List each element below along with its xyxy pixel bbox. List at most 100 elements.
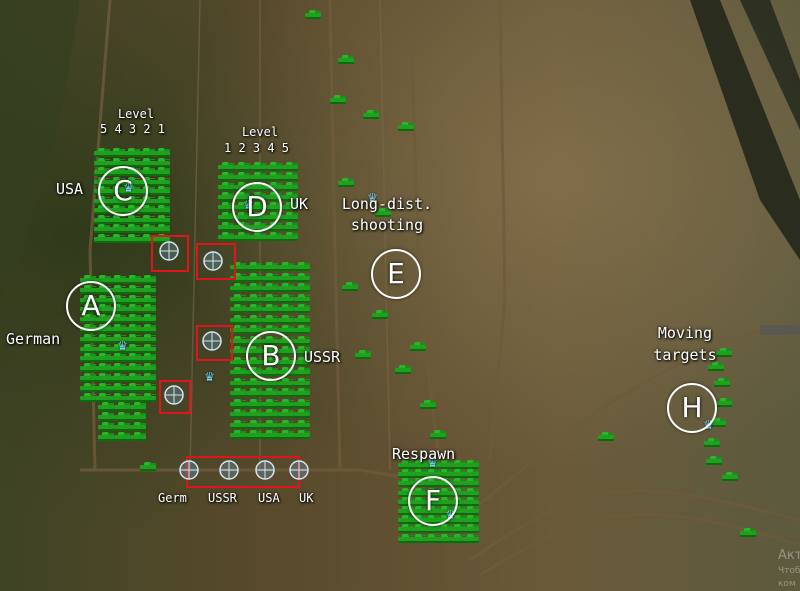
target-box xyxy=(196,243,236,280)
zone-e-circle[interactable]: E xyxy=(371,249,421,299)
tank-icon xyxy=(398,478,414,488)
tank-icon xyxy=(125,343,141,353)
tank-icon xyxy=(294,367,310,376)
label-uk: UK xyxy=(290,195,309,213)
tank-icon xyxy=(250,232,266,241)
tank-icon xyxy=(124,214,140,224)
tank-icon xyxy=(95,353,111,363)
tank-icon xyxy=(109,233,125,243)
tank-icon xyxy=(80,382,96,392)
tank-icon xyxy=(424,469,440,479)
tank-icon xyxy=(282,212,298,221)
target-reticle-icon[interactable] xyxy=(201,330,223,352)
tank-icon xyxy=(437,524,453,534)
target-label-germ: Germ xyxy=(158,491,187,505)
tank-icon xyxy=(110,373,126,382)
tank-icon xyxy=(230,398,246,408)
level-right-title: Level xyxy=(241,125,279,139)
tank-icon xyxy=(246,293,262,303)
tank-icon xyxy=(294,419,310,429)
tank-icon xyxy=(262,388,278,397)
tank-icon xyxy=(430,430,446,439)
tank-icon xyxy=(740,528,756,537)
tank-icon xyxy=(282,202,298,211)
target-reticle-icon[interactable] xyxy=(158,240,180,262)
tank-icon xyxy=(95,343,111,353)
tank-icon xyxy=(80,363,96,373)
tank-icon xyxy=(262,293,278,303)
watermark-line-1: Акт xyxy=(778,548,800,563)
label-long-dist-2: shooting xyxy=(350,216,424,234)
tank-icon xyxy=(450,460,466,469)
tank-icon xyxy=(218,182,234,191)
tank-icon xyxy=(424,533,440,543)
tank-icon xyxy=(266,172,282,181)
zone-f-circle[interactable]: F xyxy=(408,476,458,526)
tank-icon xyxy=(110,275,126,284)
tank-icon xyxy=(411,533,427,543)
tank-icon xyxy=(450,469,466,479)
tank-icon xyxy=(398,122,414,131)
label-ussr: USSR xyxy=(304,348,341,366)
tank-icon xyxy=(294,398,310,408)
tank-icon xyxy=(338,178,354,187)
tank-icon xyxy=(114,402,130,411)
tank-icon xyxy=(262,283,278,292)
tank-icon xyxy=(716,398,732,407)
tank-icon xyxy=(125,294,141,304)
zone-d-circle[interactable]: D xyxy=(232,182,282,232)
tank-icon xyxy=(266,232,282,241)
zone-h-circle[interactable]: H xyxy=(667,383,717,433)
tank-icon xyxy=(262,409,278,418)
tank-icon xyxy=(450,478,466,488)
tank-icon xyxy=(278,398,294,408)
tank-icon xyxy=(154,186,170,195)
tank-icon xyxy=(398,460,414,469)
tank-icon xyxy=(395,365,411,374)
tank-icon xyxy=(80,373,96,382)
tank-icon xyxy=(230,335,246,345)
tank-icon xyxy=(94,233,110,243)
zone-c-circle[interactable]: C xyxy=(98,166,148,216)
label-usa: USA xyxy=(56,180,84,198)
target-reticle-icon[interactable] xyxy=(202,250,224,272)
tank-icon xyxy=(250,172,266,181)
level-right-numbers: 1 2 3 4 5 xyxy=(224,141,290,155)
tank-icon xyxy=(363,110,379,119)
tank-icon xyxy=(246,262,262,271)
tank-icon xyxy=(140,343,156,353)
tank-icon xyxy=(140,373,156,382)
tank-icon xyxy=(230,409,246,418)
tank-icon xyxy=(218,212,234,221)
tank-icon xyxy=(230,293,246,303)
target-reticle-usa-icon[interactable] xyxy=(254,459,276,481)
level-left-numbers: 5 4 3 2 1 xyxy=(100,122,166,136)
tank-icon xyxy=(109,224,125,233)
target-reticle-germ-icon[interactable] xyxy=(178,459,200,481)
tank-icon xyxy=(140,284,156,294)
tank-icon xyxy=(262,419,278,429)
tank-icon xyxy=(716,348,732,357)
tank-icon xyxy=(94,157,110,167)
tank-icon xyxy=(125,392,141,402)
tank-icon xyxy=(398,515,414,525)
tank-icon xyxy=(355,350,371,359)
tank-icon xyxy=(125,275,141,284)
tank-icon xyxy=(94,148,110,157)
tank-icon xyxy=(305,10,321,19)
tank-icon xyxy=(140,324,156,333)
zone-a-circle[interactable]: A xyxy=(66,281,116,331)
tank-icon xyxy=(262,314,278,324)
tank-icon xyxy=(463,524,479,534)
tank-icon xyxy=(110,294,126,304)
target-reticle-icon[interactable] xyxy=(163,384,185,406)
tank-icon xyxy=(278,409,294,418)
tank-icon xyxy=(411,524,427,534)
tank-icon xyxy=(398,469,414,479)
target-reticle-uk-icon[interactable] xyxy=(288,459,310,481)
tank-icon xyxy=(125,333,141,343)
tank-icon xyxy=(95,333,111,343)
target-reticle-ussr-icon[interactable] xyxy=(218,459,240,481)
zone-b-circle[interactable]: B xyxy=(246,331,296,381)
tank-icon xyxy=(463,478,479,488)
